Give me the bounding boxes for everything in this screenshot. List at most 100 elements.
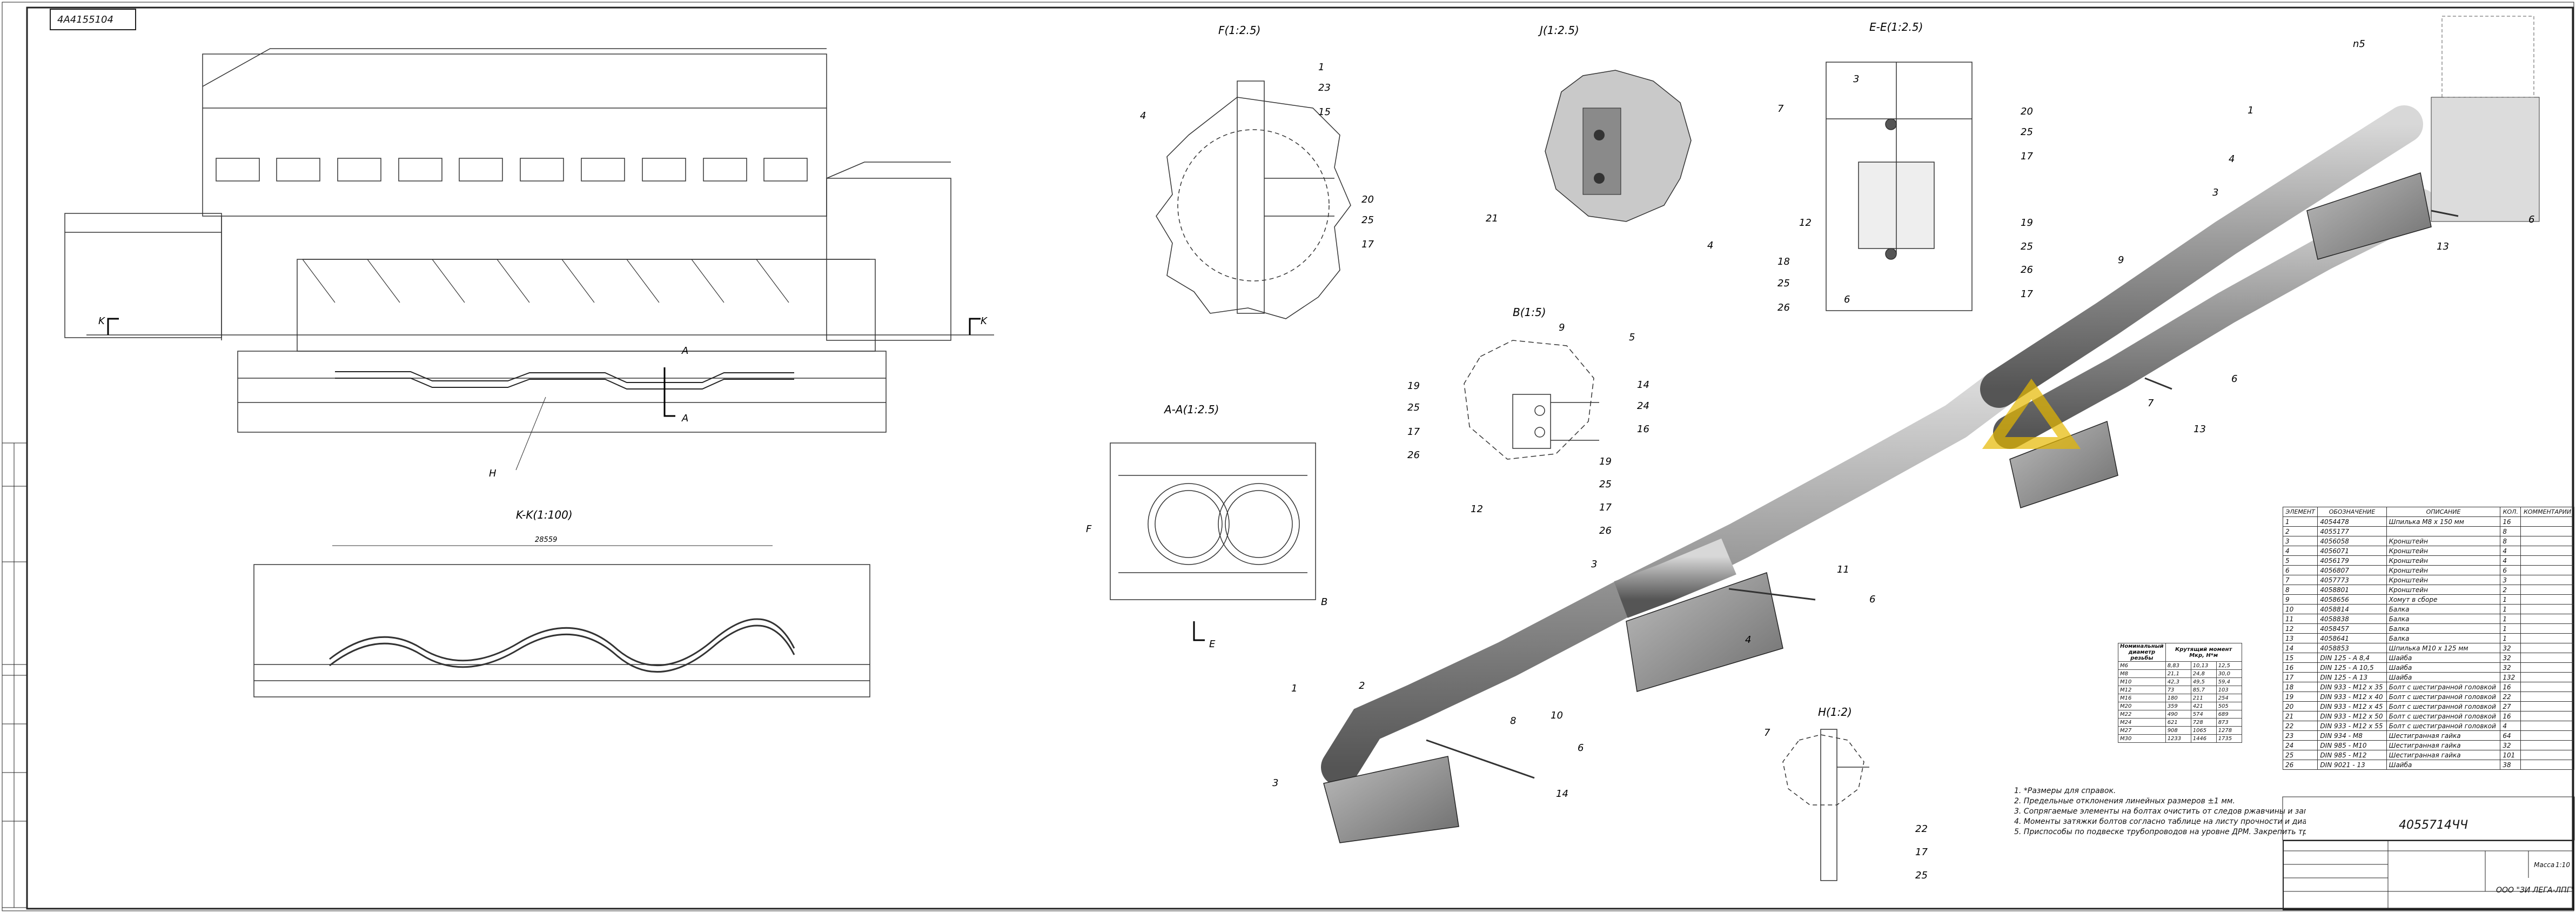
- drawing-code: 4055714ЧЧ: [2399, 818, 2468, 832]
- spec-header-designation: ОБОЗНАЧЕНИЕ: [2317, 507, 2387, 517]
- spec-cell: 4056807: [2317, 565, 2387, 575]
- callout-b-5: 5: [1629, 332, 1635, 343]
- callout-b-19b: 19: [1599, 456, 1612, 467]
- spec-cell: DIN 125 - A 8,4: [2317, 653, 2387, 663]
- torque-table: Номинальный диаметр резьбы Крутящий моме…: [2118, 643, 2242, 743]
- spec-cell: 4058838: [2317, 614, 2387, 624]
- leader-h: [515, 397, 546, 471]
- spec-cell: 4: [2500, 546, 2521, 556]
- section-mark-a-bottom: A: [681, 413, 688, 424]
- spec-cell: Шпилька М10 x 125 мм: [2386, 643, 2501, 653]
- torque-cell: М6: [2118, 661, 2166, 670]
- spec-cell: 132: [2500, 672, 2521, 682]
- spec-cell: [2520, 653, 2574, 663]
- torque-cell: М12: [2118, 686, 2166, 694]
- section-mark-k-right: K: [981, 315, 988, 327]
- torque-cell: М24: [2118, 718, 2166, 727]
- torque-cell: 1065: [2190, 726, 2217, 735]
- view-ref-e: E: [1209, 639, 1216, 650]
- view-title-aa: A-A(1:2.5): [1163, 403, 1219, 416]
- spec-cell: 5: [2282, 555, 2318, 566]
- spec-cell: Болт с шестигранной головкой: [2386, 721, 2501, 731]
- spec-cell: 4058641: [2317, 633, 2387, 643]
- callout-f-23: 23: [1318, 82, 1331, 93]
- title-block: [2283, 840, 2574, 910]
- callout-f-4: 4: [1140, 110, 1146, 122]
- spec-cell: 22: [2500, 692, 2521, 702]
- spec-cell: DIN 933 - M12 x 50: [2317, 711, 2387, 721]
- section-mark-a-top: A: [681, 345, 688, 357]
- detail-j-view: [1545, 70, 1692, 222]
- spec-cell: 32: [2500, 662, 2521, 673]
- spec-cell: [2520, 546, 2574, 556]
- detail-e-callouts: 3 7 20 25 17 12 19 25 26 17 18 25 26 6: [1777, 73, 2033, 313]
- torque-cell: 1278: [2216, 726, 2242, 735]
- callout-e-17b: 17: [2021, 288, 2033, 300]
- spec-cell: 1: [2500, 594, 2521, 605]
- general-notes: 1. *Размеры для справок. 2. Предельные о…: [2014, 786, 2306, 837]
- view-ref-h: H: [489, 468, 497, 479]
- spec-cell: 8: [2282, 585, 2318, 595]
- spec-cell: Шайба: [2386, 760, 2501, 770]
- callout-e-25: 25: [2021, 126, 2033, 138]
- spec-cell: Балка: [2386, 604, 2501, 614]
- torque-cell: М22: [2118, 710, 2166, 719]
- view-title-h: H(1:2): [1818, 706, 1852, 719]
- spec-cell: DIN 125 - A 13: [2317, 672, 2387, 682]
- torque-header-diameter: Номинальный диаметр резьбы: [2118, 643, 2166, 662]
- callout-b-19: 19: [1407, 380, 1420, 392]
- detail-f-view: [1156, 80, 1351, 319]
- callout-h-7: 7: [1764, 727, 1770, 739]
- spec-cell: [2520, 643, 2574, 653]
- spec-cell: Шайба: [2386, 653, 2501, 663]
- view-title-ee: E-E(1:2.5): [1869, 21, 1923, 33]
- spec-cell: 4058814: [2317, 604, 2387, 614]
- view-ref-b: B: [1321, 596, 1327, 608]
- spec-cell: Балка: [2386, 633, 2501, 643]
- torque-cell: 49,5: [2190, 677, 2217, 686]
- spec-cell: [2520, 701, 2574, 711]
- detail-aa-view: [1110, 442, 1316, 641]
- torque-cell: М20: [2118, 702, 2166, 710]
- torque-cell: М30: [2118, 734, 2166, 743]
- callout-main-10: 10: [1551, 710, 1563, 721]
- spec-cell: 4054478: [2317, 516, 2387, 527]
- callout-b-14: 14: [1637, 379, 1649, 391]
- spec-cell: [2520, 594, 2574, 605]
- spec-cell: DIN 933 - M12 x 35: [2317, 682, 2387, 692]
- torque-cell: 490: [2165, 710, 2191, 719]
- callout-b-17b: 17: [1599, 502, 1612, 513]
- spec-cell: [2520, 730, 2574, 741]
- callout-f-17: 17: [1361, 239, 1374, 250]
- torque-cell: 59,4: [2216, 677, 2242, 686]
- callout-main-n5: n5: [2353, 38, 2365, 50]
- spec-cell: [2520, 623, 2574, 634]
- callout-b-26: 26: [1407, 449, 1420, 461]
- torque-cell: 359: [2165, 702, 2191, 710]
- organization: ООО "ЗИ ЛЕГА-ЛПГ": [2496, 886, 2574, 895]
- spec-cell: DIN 934 - M8: [2317, 730, 2387, 741]
- callout-main-4b: 4: [1745, 634, 1751, 646]
- spec-cell: 13: [2282, 633, 2318, 643]
- torque-cell: М8: [2118, 669, 2166, 678]
- spec-cell: Кронштейн: [2386, 536, 2501, 546]
- spec-cell: 11: [2282, 614, 2318, 624]
- spec-cell: 17: [2282, 672, 2318, 682]
- spec-cell: Хомут в сборе: [2386, 594, 2501, 605]
- torque-cell: 621: [2165, 718, 2191, 727]
- callout-j-4: 4: [1707, 240, 1713, 251]
- callout-main-3b: 3: [1591, 559, 1597, 570]
- view-title-f: F(1:2.5): [1218, 24, 1260, 37]
- spec-cell: DIN 9021 - 13: [2317, 760, 2387, 770]
- spec-cell: 27: [2500, 701, 2521, 711]
- torque-cell: 8,83: [2165, 661, 2191, 670]
- spec-cell: 14: [2282, 643, 2318, 653]
- spec-cell: 64: [2500, 730, 2521, 741]
- detail-j-callouts: 21 4: [1486, 213, 1713, 251]
